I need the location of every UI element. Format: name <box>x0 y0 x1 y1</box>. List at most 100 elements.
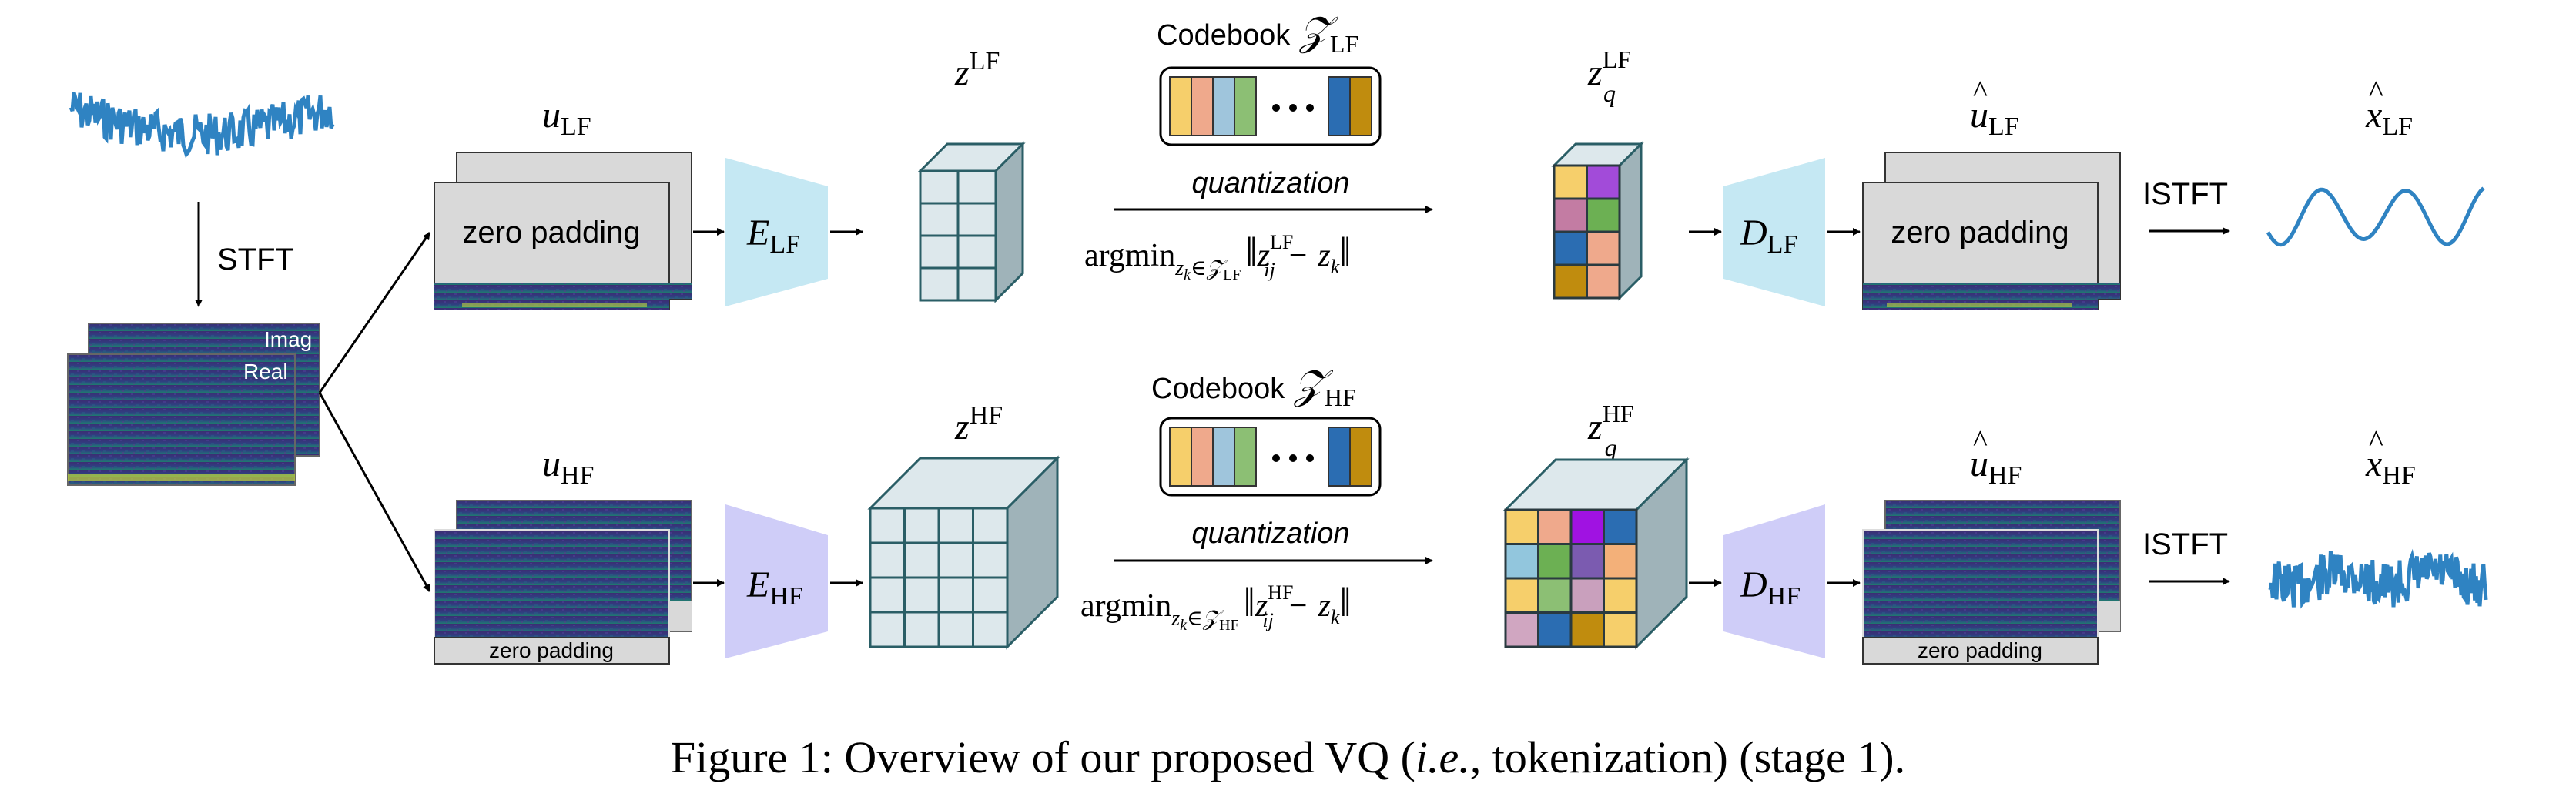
codebook-token <box>1234 427 1257 487</box>
xhat-hf-hat: ^ <box>2369 424 2383 458</box>
z-hf-cell <box>903 507 940 544</box>
split-arrow-lf <box>318 232 431 393</box>
zq-hf-cell <box>1603 611 1638 648</box>
xhat-lf-hat: ^ <box>2369 74 2383 109</box>
z-lf-cell <box>956 266 997 302</box>
codebook-token <box>1349 76 1372 136</box>
input-spectrogram: Imag Real <box>67 323 320 486</box>
svg-text:ELF: ELF <box>746 213 800 259</box>
z-hf-cell <box>972 507 1009 544</box>
figure-caption: Figure 1: Overview of our proposed VQ (i… <box>670 732 1906 782</box>
zq-hf-cell <box>1537 611 1573 648</box>
zq-hf-cell <box>1569 543 1605 580</box>
ellipsis-dot <box>1272 104 1280 112</box>
zq-lf-side-face <box>1618 141 1643 301</box>
zq-hf-cell <box>1569 577 1605 614</box>
svg-text:EHF: EHF <box>746 564 803 611</box>
zq-hf-cell <box>1537 577 1573 614</box>
svg-text:DLF: DLF <box>1740 213 1797 259</box>
z-hf-cell <box>903 611 940 648</box>
uhat-lf-symbol: uLF <box>1970 95 2019 141</box>
zq-hf-cell <box>1603 577 1638 614</box>
ellipsis-dot <box>1289 454 1297 462</box>
zq-lf-cell <box>1553 164 1588 200</box>
codebook-lf <box>1159 66 1382 146</box>
codebook-token <box>1212 76 1235 136</box>
z-lf-cell <box>956 234 997 270</box>
z-hf-cell <box>869 576 906 614</box>
codebook-token <box>1169 427 1192 487</box>
zq-lf-tensor <box>1551 141 1644 301</box>
uhat-lf-spectrogram: zero padding <box>1862 152 2121 310</box>
stft-label: STFT <box>217 243 294 276</box>
xhat-lf-waveform <box>2266 186 2485 247</box>
encoder-lf: ELF <box>725 158 828 306</box>
uhat-lf-zero-padding: zero padding <box>1891 216 2069 249</box>
u-hf-spectrogram: zero padding <box>434 500 692 665</box>
zq-hf-cell <box>1504 611 1539 648</box>
zq-hf-cell <box>1603 508 1638 545</box>
codebook-token <box>1191 427 1214 487</box>
xhat-lf-symbol: xLF <box>2365 95 2413 141</box>
z-hf-cell <box>937 507 974 544</box>
z-lf-cell <box>919 266 960 302</box>
z-hf-cell <box>869 541 906 579</box>
z-hf-symbol: zHF <box>954 401 1003 447</box>
decoder-lf: DLF <box>1723 158 1825 306</box>
istft-hf-label: ISTFT <box>2142 527 2228 561</box>
z-lf-tensor <box>917 141 1026 303</box>
imag-label: Imag <box>264 327 312 351</box>
zq-lf-cell <box>1586 263 1621 300</box>
zq-lf-cell <box>1553 197 1588 233</box>
ellipsis-dot <box>1289 104 1297 112</box>
ellipsis-dot <box>1272 454 1280 462</box>
encoder-hf: EHF <box>725 504 828 658</box>
codebook-token <box>1212 427 1235 487</box>
z-hf-tensor <box>867 455 1060 650</box>
zq-lf-cell <box>1586 197 1621 233</box>
z-hf-cell <box>869 611 906 648</box>
z-lf-side-face <box>994 141 1024 303</box>
ellipsis-dot <box>1306 454 1314 462</box>
z-hf-cell <box>903 576 940 614</box>
codebook-token <box>1328 76 1351 136</box>
z-lf-cell <box>919 202 960 237</box>
zq-lf-cell <box>1553 263 1588 300</box>
codebook-token <box>1234 76 1257 136</box>
z-lf-cell <box>956 169 997 205</box>
u-lf-spectrogram: zero padding <box>434 152 692 310</box>
zq-lf-cell <box>1586 230 1621 266</box>
real-label: Real <box>243 360 288 383</box>
z-lf-cell <box>919 169 960 205</box>
split-arrow-hf <box>318 392 431 592</box>
zq-hf-cell <box>1504 508 1539 545</box>
zq-hf-cell <box>1537 508 1573 545</box>
zq-lf-cell <box>1586 164 1621 200</box>
z-hf-cell <box>972 611 1009 648</box>
xhat-hf-waveform <box>2268 548 2488 609</box>
zq-hf-cell <box>1569 611 1605 648</box>
svg-text:DHF: DHF <box>1740 564 1801 611</box>
z-hf-cell <box>903 541 940 579</box>
z-hf-cell <box>937 541 974 579</box>
zq-hf-cell <box>1537 543 1573 580</box>
ellipsis-dot <box>1306 104 1314 112</box>
u-lf-zero-padding: zero padding <box>462 216 640 249</box>
decoder-hf: DHF <box>1723 504 1825 658</box>
z-hf-cell <box>937 611 974 648</box>
z-lf-cell <box>919 234 960 270</box>
istft-lf-label: ISTFT <box>2142 177 2228 211</box>
zq-hf-cell <box>1504 577 1539 614</box>
codebook-hf <box>1159 417 1382 497</box>
uhat-lf-hat: ^ <box>1973 74 1988 109</box>
codebook-token <box>1169 76 1192 136</box>
z-hf-cell <box>972 541 1009 579</box>
zq-hf-cell <box>1603 543 1638 580</box>
z-lf-cell <box>956 202 997 237</box>
